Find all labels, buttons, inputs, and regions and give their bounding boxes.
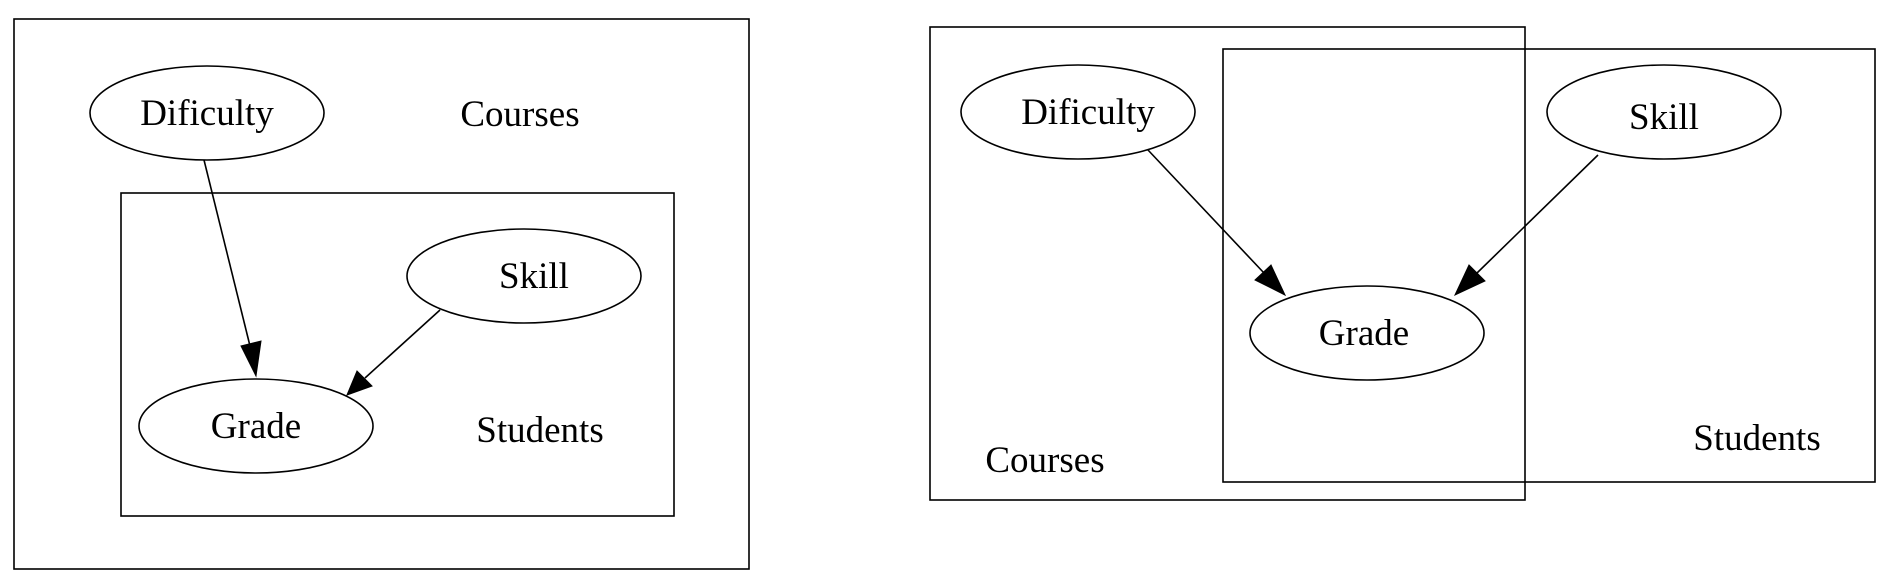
- left-arrowhead-grade-from-skill: [346, 370, 373, 396]
- right-node-grade-label: Grade: [1319, 313, 1409, 354]
- right-students-plate-label: Students: [1693, 418, 1820, 459]
- left-node-skill-label: Skill: [499, 256, 569, 297]
- right-courses-plate-label: Courses: [985, 440, 1104, 481]
- left-node-difficulty: [89, 65, 325, 161]
- left-courses-plate-label: Courses: [460, 94, 579, 135]
- right-node-skill: [1546, 64, 1782, 160]
- right-node-grade: [1249, 285, 1485, 381]
- left-node-grade: [138, 378, 374, 474]
- left-students-plate: [120, 192, 675, 517]
- right-edge-skill-to-grade: [1476, 154, 1599, 274]
- left-edge-skill-to-grade: [364, 309, 441, 379]
- right-arrowhead-grade-from-skill: [1453, 264, 1486, 297]
- left-node-skill: [406, 228, 642, 324]
- right-students-plate: [1222, 48, 1876, 483]
- right-node-skill-label: Skill: [1629, 97, 1699, 138]
- left-node-difficulty-label: Dificulty: [140, 93, 274, 134]
- right-node-difficulty: [960, 64, 1196, 160]
- left-students-plate-label: Students: [476, 410, 603, 451]
- left-courses-plate: [13, 18, 750, 570]
- left-diagram: Courses Students Dificulty Skill Grade: [13, 18, 750, 570]
- right-courses-plate: [929, 26, 1526, 501]
- right-diagram: Courses Students Dificulty Skill Grade: [929, 26, 1876, 501]
- left-edge-difficulty-to-grade: [203, 159, 252, 351]
- right-node-difficulty-label: Dificulty: [1021, 92, 1155, 133]
- left-node-grade-label: Grade: [211, 406, 301, 447]
- left-arrowhead-grade-from-difficulty: [240, 340, 262, 378]
- right-edge-difficulty-to-grade: [1147, 149, 1265, 274]
- right-arrowhead-grade-from-difficulty: [1254, 264, 1287, 297]
